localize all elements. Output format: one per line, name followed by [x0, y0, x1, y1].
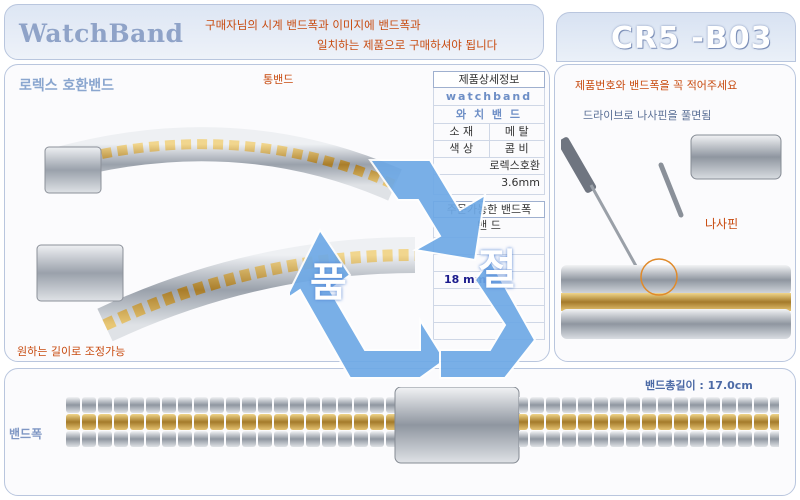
order-width-label: 밴 드 — [433, 218, 545, 238]
band-clasp — [394, 387, 520, 464]
watch-band-photo — [36, 127, 416, 342]
label-adjustable: 원하는 길이로 조정가능 — [17, 345, 126, 358]
screwdriver — [561, 137, 643, 276]
instruction-note: 제품번호와 밴드폭을 꼭 적어주세요 — [575, 79, 738, 92]
screw-pin — [658, 162, 684, 218]
sold-out-char-2: 절 — [478, 245, 517, 294]
spec-sub-ko: 와 치 밴 드 — [433, 106, 545, 124]
sold-out-char-1: 품 — [310, 260, 347, 306]
band-lower-links — [97, 237, 416, 342]
sold-out-recycle-icon — [290, 159, 537, 379]
label-solid-band: 통밴드 — [263, 73, 294, 86]
model-number: CR5 -B03 — [611, 21, 773, 56]
model-badge: CR5 -B03 — [556, 12, 796, 62]
brand-logo: WatchBand — [19, 19, 184, 48]
full-band-photo — [65, 387, 779, 464]
band-links-right — [519, 387, 779, 457]
full-band-panel: 밴드폭 밴드총길이 : 17.0cm — [4, 368, 796, 496]
product-title: 로렉스 호환밴드 — [19, 78, 115, 94]
label-screw-pin: 나사핀 — [705, 217, 739, 231]
clasp — [36, 244, 124, 302]
pin-highlight-circle — [640, 258, 678, 296]
instruction-panel: 제품번호와 밴드폭을 꼭 적어주세요 드라이브로 나사핀을 풀면됨 나사핀 — [554, 64, 796, 362]
screwdriver-photo — [561, 134, 791, 339]
spec-sub-en: watchband — [433, 88, 545, 106]
spec-heading: 제품상세정보 — [433, 71, 545, 88]
band-upper-links — [50, 127, 402, 201]
header-banner: WatchBand 구매자님의 시계 밴드폭과 이미지에 밴드폭과 일치하는 제… — [4, 4, 544, 60]
label-driver-instruction: 드라이브로 나사핀을 풀면됨 — [583, 109, 712, 122]
purchase-note-line2: 일치하는 제품으로 구매하셔야 됩니다 — [317, 38, 498, 52]
band-links-left — [65, 387, 395, 457]
label-band-width: 밴드폭 — [9, 427, 43, 441]
spec-row-material: 소 재 메 탈 — [433, 124, 545, 141]
spec-row-color: 색 상 콤 비 — [433, 141, 545, 158]
purchase-note-line1: 구매자님의 시계 밴드폭과 이미지에 밴드폭과 — [205, 18, 421, 32]
